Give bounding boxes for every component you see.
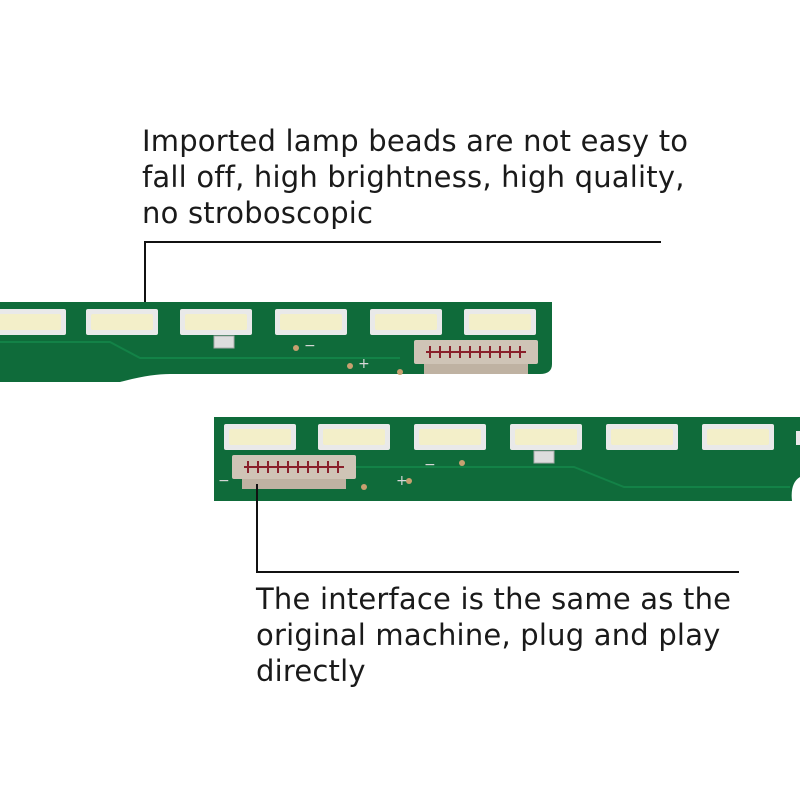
led-strip-top: − +	[0, 302, 552, 384]
led-strip-bottom-graphic	[214, 417, 800, 501]
led-bead	[180, 309, 252, 335]
led-bead	[414, 424, 486, 450]
callout-line-top-horizontal	[144, 241, 661, 243]
led-row-bottom	[224, 424, 774, 450]
silkscreen-minus-top: −	[304, 338, 316, 354]
led-bead	[510, 424, 582, 450]
callout-line-bottom-horizontal	[256, 571, 739, 573]
led-bead	[318, 424, 390, 450]
led-row-top	[0, 309, 536, 335]
silkscreen-minus-bottom-2: −	[424, 457, 436, 473]
led-bead	[370, 309, 442, 335]
callout-line-top-vertical	[144, 241, 146, 313]
led-bead	[606, 424, 678, 450]
silkscreen-plus-top: +	[358, 356, 370, 372]
led-bead	[86, 309, 158, 335]
connector-top	[414, 340, 538, 374]
connector-bottom	[232, 455, 356, 489]
led-bead	[0, 309, 66, 335]
caption-lamp-beads: Imported lamp beads are not easy to fall…	[142, 124, 689, 230]
callout-line-bottom-vertical	[256, 484, 258, 573]
led-bead	[275, 309, 347, 335]
led-bead	[702, 424, 774, 450]
led-strip-bottom: − + −	[214, 417, 800, 501]
led-bead	[224, 424, 296, 450]
led-bead	[464, 309, 536, 335]
silkscreen-plus-bottom: +	[396, 473, 408, 489]
silkscreen-minus-bottom: −	[218, 473, 230, 489]
caption-interface: The interface is the same as the origina…	[256, 582, 732, 688]
led-strip-top-graphic	[0, 302, 552, 382]
